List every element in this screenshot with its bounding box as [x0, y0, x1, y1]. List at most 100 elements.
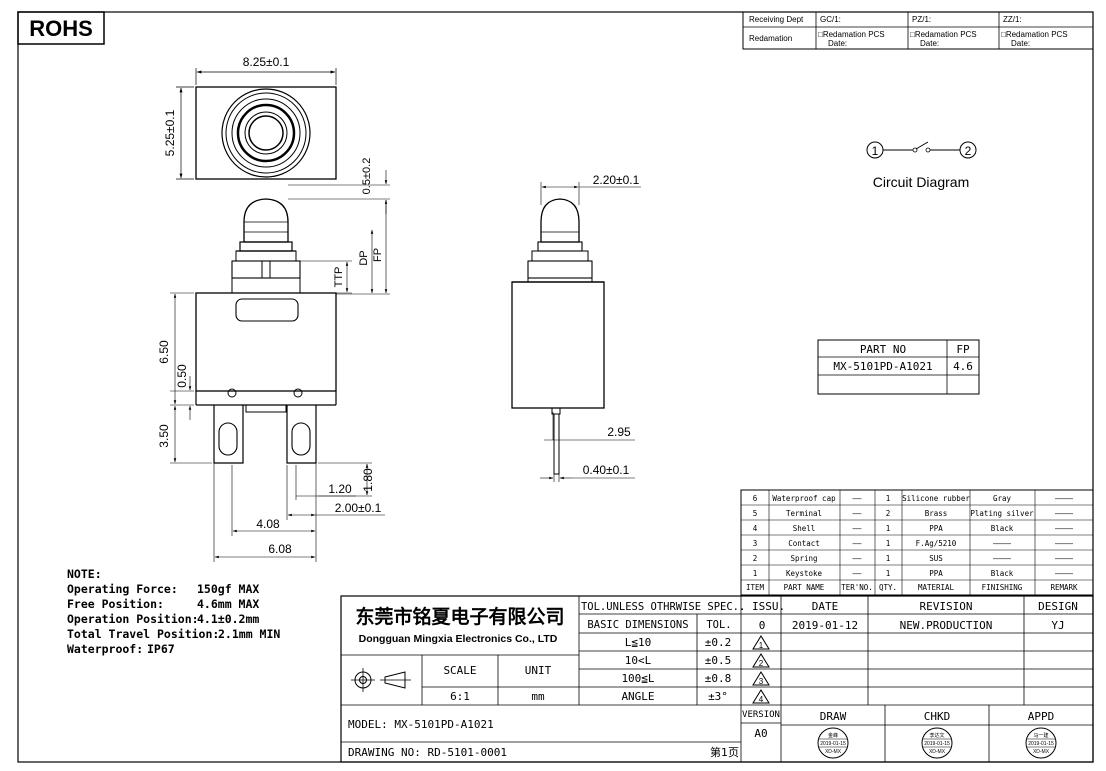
dim-200: 2.00±0.1: [335, 501, 382, 515]
dim-fp: FP: [372, 248, 384, 262]
bom-row-1-ter-no: ——: [852, 494, 862, 503]
stamp-chkd-name: 李达文: [929, 732, 944, 739]
redamation-pcs-2: □Redamation PCS: [910, 30, 977, 39]
stamp-draw: 金峰 2019-01-15 XD-MX: [817, 727, 849, 759]
redamation-label: Redamation: [749, 34, 792, 43]
bom-row-4-ter-no: ——: [852, 539, 862, 548]
bom-header-item: ITEM: [746, 583, 765, 592]
tol-row-3-val: ±0.8: [705, 672, 732, 685]
bom-row-6-qty: 1: [886, 569, 891, 578]
bom-row-2-ter-no: ——: [852, 509, 862, 518]
dim-295: 2.95: [607, 425, 631, 439]
stamp-draw-code: XD-MX: [825, 749, 842, 755]
note-3-value: 4.1±0.2mm: [197, 612, 259, 626]
tol-row-1-dim: L≦10: [625, 636, 652, 649]
note-1-label: Operating Force:: [67, 582, 178, 596]
part-table-header-fp: FP: [956, 343, 970, 356]
dim-step: 0.50: [175, 364, 189, 388]
tol-row-3-dim: 100≦L: [621, 672, 654, 685]
bom-row-1-part-name: Waterproof cap: [772, 494, 836, 503]
note-5-value: IP67: [147, 642, 175, 656]
part-table-fp: 4.6: [953, 360, 973, 373]
chkd-label: CHKD: [924, 710, 951, 723]
bom-row-4-qty: 1: [886, 539, 891, 548]
issu-label: . ISSU.: [739, 600, 785, 613]
triangle-3: 3: [759, 677, 764, 686]
note-5-label: Waterproof:: [67, 642, 143, 656]
stamp-appd-date: 2019-01-15: [1028, 741, 1054, 747]
bom-row-2-part-name: Terminal: [786, 509, 822, 518]
tol-row-4-val: ±3°: [708, 690, 728, 703]
stamp-chkd: 李达文 2019-01-15 XD-MX: [921, 727, 953, 759]
model-line: MODEL: MX-5101PD-A1021: [348, 718, 494, 731]
rev-design: YJ: [1051, 619, 1064, 632]
bom-row-3-qty: 1: [886, 524, 891, 533]
stamp-appd: 马一建 2019-01-15 XD-MX: [1025, 727, 1057, 759]
dim-ttp: TTP: [333, 267, 345, 288]
appd-label: APPD: [1028, 710, 1055, 723]
bom-row-4-part-name: Contact: [788, 539, 820, 548]
part-table-header-part: PART NO: [860, 343, 906, 356]
zz-label: ZZ/1:: [1003, 15, 1022, 24]
bom-row-6-ter-no: ——: [852, 569, 862, 578]
note-1-value: 150gf MAX: [197, 582, 259, 596]
triangle-1: 1: [759, 641, 764, 650]
notes-title: NOTE:: [67, 567, 102, 581]
circuit-diagram: 1 2 Circuit Diagram: [866, 141, 977, 190]
part-table-part-no: MX-5101PD-A1021: [833, 360, 932, 373]
bom-row-2-finishing: Plating silver: [970, 509, 1034, 518]
dim-body-height: 6.50: [157, 340, 171, 364]
dim-040: 0.40±0.1: [583, 463, 630, 477]
design-label: DESIGN: [1038, 600, 1078, 613]
stamp-appd-code: XD-MX: [1033, 749, 1050, 755]
bom-header-remark: REMARK: [1050, 583, 1078, 592]
tol-row-2-dim: 10<L: [625, 654, 652, 667]
receiving-box: Receiving Dept Redamation GC/1: PZ/1: ZZ…: [742, 11, 1094, 50]
circuit-label: Circuit Diagram: [873, 174, 969, 190]
bom-row-6-remark: ————: [1055, 569, 1074, 578]
scale-label: SCALE: [443, 664, 476, 677]
tol-row-2-val: ±0.5: [705, 654, 732, 667]
bom-row-4-remark: ————: [1055, 539, 1074, 548]
note-4-label: Total Travel Position:: [67, 627, 219, 641]
bom-row-1-remark: ————: [1055, 494, 1074, 503]
bom-row-3-part-name: Shell: [793, 524, 816, 533]
bom-header-material: MATERIAL: [918, 583, 955, 592]
part-table: PART NO FP MX-5101PD-A1021 4.6: [817, 339, 980, 395]
bom-row-5-finishing: ————: [993, 554, 1012, 563]
bom-row-5-material: SUS: [929, 554, 943, 563]
stamp-draw-name: 金峰: [828, 732, 838, 739]
dim-terminal-len: 3.50: [157, 424, 171, 448]
company-en: Dongguan Mingxia Electronics Co., LTD: [359, 633, 558, 645]
triangle-4: 4: [759, 695, 764, 704]
bom-header-part: PART NAME: [784, 583, 825, 592]
bom-row-5-remark: ————: [1055, 554, 1074, 563]
bom-row-3-remark: ————: [1055, 524, 1074, 533]
bom-row-2-qty: 2: [886, 509, 891, 518]
rohs-box: [17, 11, 105, 45]
dim-608: 6.08: [268, 542, 292, 556]
receiving-dept-label: Receiving Dept: [749, 15, 804, 24]
page-number: 第1页: [710, 745, 739, 759]
version-value: A0: [754, 727, 767, 740]
bom-header-qty: QTY.: [879, 583, 897, 592]
dim-120: 1.20: [328, 482, 352, 496]
note-2-label: Free Position:: [67, 597, 164, 611]
date-label: DATE: [812, 600, 839, 613]
dim-plunger-top: 0.5±0.2: [361, 158, 373, 195]
scale-value: 6:1: [450, 690, 470, 703]
bom-header-ter: TER'NO.: [841, 583, 873, 592]
bom-row-4-material: F.Ag/5210: [916, 539, 957, 548]
note-2-value: 4.6mm MAX: [197, 597, 259, 611]
bom-row-3-finishing: Black: [991, 524, 1014, 533]
bom-row-4-item: 3: [753, 539, 758, 548]
gc-label: GC/1:: [820, 15, 841, 24]
dim-side-width: 2.20±0.1: [593, 173, 640, 187]
bom-header-finishing: FINISHING: [982, 583, 1023, 592]
dim-180: 1.80: [361, 468, 375, 492]
tol-row-1-val: ±0.2: [705, 636, 732, 649]
draw-label: DRAW: [820, 710, 847, 723]
redamation-pcs-3: □Redamation PCS: [1001, 30, 1068, 39]
